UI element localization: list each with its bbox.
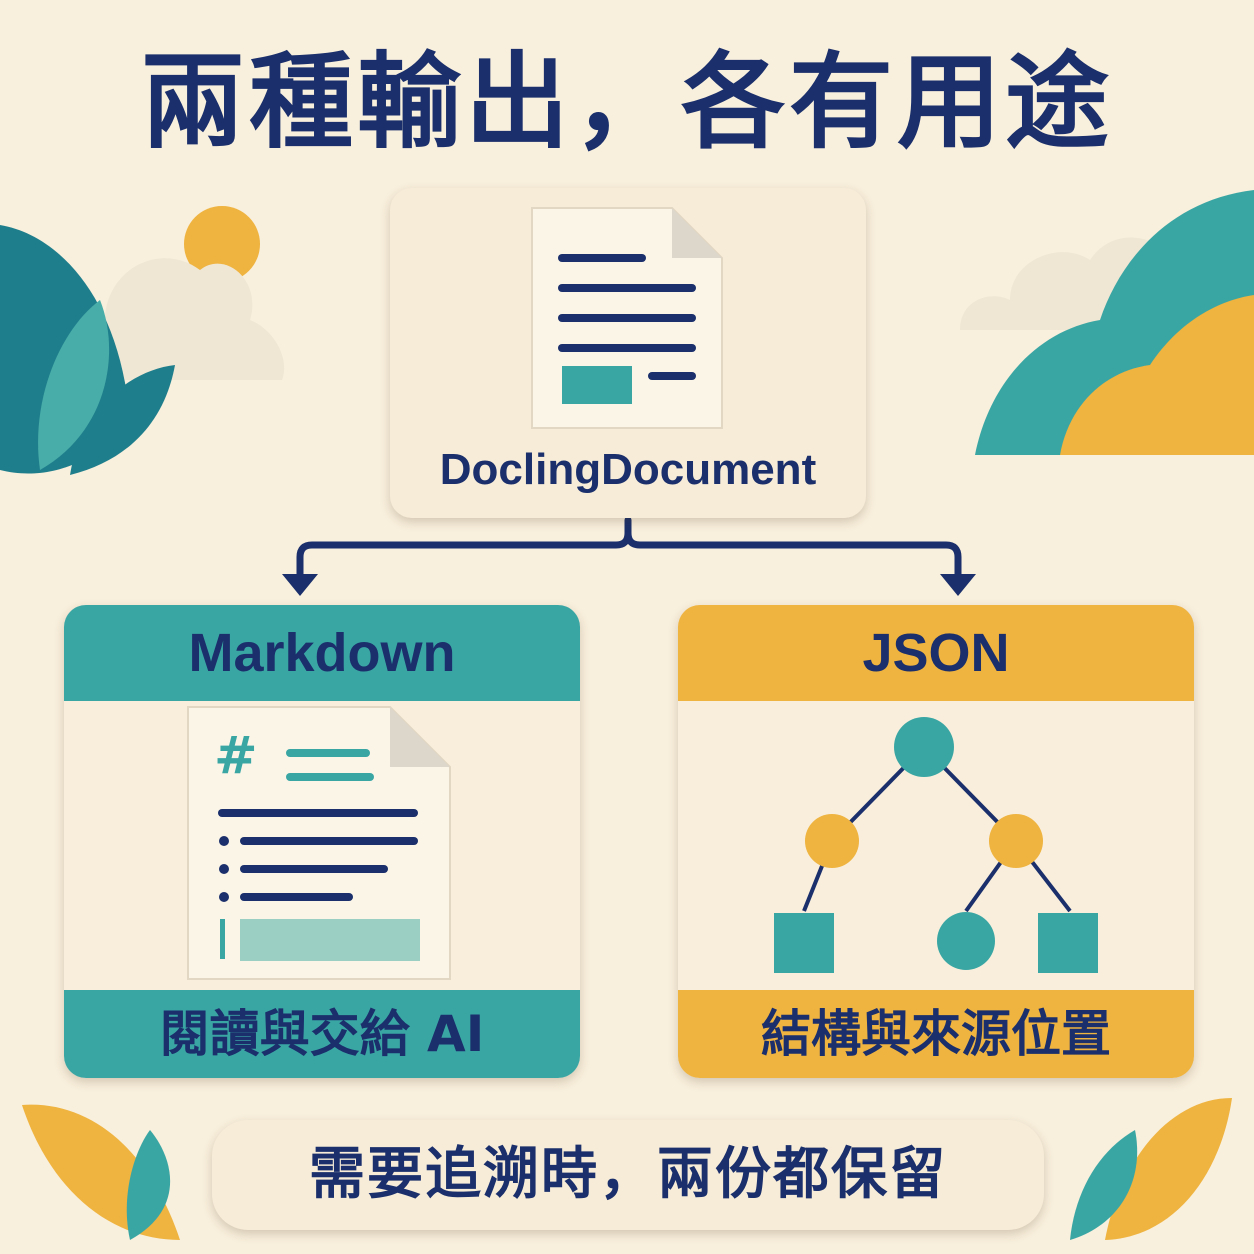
svg-text:#: #	[214, 726, 258, 786]
markdown-card: Markdown # 閱讀與交給 AI	[64, 605, 580, 1078]
bottom-note: 需要追溯時，兩份都保留	[212, 1120, 1044, 1230]
source-document-card	[390, 188, 866, 518]
markdown-document-icon: #	[187, 706, 451, 980]
arrowhead-right-icon	[940, 574, 976, 596]
arrowhead-left-icon	[282, 574, 318, 596]
hill-icon-right	[975, 190, 1254, 455]
tree-structure-icon	[774, 717, 1098, 973]
markdown-card-footer: 閱讀與交給 AI	[64, 990, 580, 1078]
source-label: DoclingDocument	[439, 445, 817, 494]
json-card: JSON 結構與來源位置	[678, 605, 1194, 1078]
page-title: 兩種輸出，各有用途	[140, 41, 1113, 163]
sun-icon	[184, 206, 260, 282]
document-icon	[531, 207, 723, 429]
json-card-footer: 結構與來源位置	[678, 990, 1194, 1078]
leaf-icon-bottom-left	[22, 1104, 180, 1240]
leaf-icon-bottom-right	[1070, 1098, 1232, 1240]
json-card-header: JSON	[678, 605, 1194, 701]
connector-arrows	[296, 516, 962, 582]
leaf-icon-top-left	[0, 225, 175, 475]
markdown-card-header: Markdown	[64, 605, 580, 701]
